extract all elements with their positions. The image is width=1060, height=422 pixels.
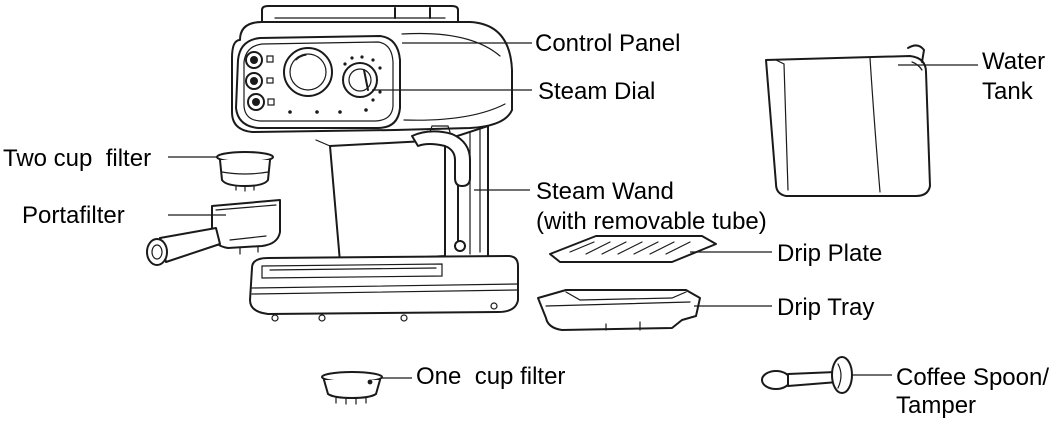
drip-plate-drawing (549, 235, 717, 263)
drip-tray-drawing (537, 289, 701, 331)
steam-wand (411, 125, 471, 252)
label-steam-dial: Steam Dial (538, 78, 655, 105)
label-water-tank-line2: Tank (982, 78, 1034, 105)
portafilter-drawing (146, 199, 281, 266)
label-tamper: Tamper (896, 392, 976, 419)
steam-dial-knob (342, 55, 382, 102)
one-cup-filter-drawing (321, 371, 383, 405)
label-control-panel: Control Panel (535, 30, 680, 57)
coffee-spoon-tamper-drawing (761, 356, 853, 394)
label-portafilter: Portafilter (22, 202, 125, 229)
two-cup-filter-drawing (216, 151, 274, 192)
label-coffee-spoon: Coffee Spoon/ (896, 364, 1049, 391)
label-water-tank-line1: Water (982, 48, 1045, 75)
pressure-gauge (283, 47, 333, 97)
machine-base (249, 255, 519, 322)
water-tank-drawing (765, 44, 931, 197)
control-buttons (245, 51, 275, 111)
espresso-machine (231, 5, 519, 322)
label-drip-plate: Drip Plate (777, 240, 882, 267)
label-two-cup-filter: Two cup filter (3, 145, 151, 172)
leader-lines (168, 42, 978, 379)
label-steam-wand-note: (with removable tube) (536, 208, 767, 235)
label-steam-wand: Steam Wand (536, 178, 674, 205)
label-drip-tray: Drip Tray (777, 294, 874, 321)
label-one-cup-filter: One cup filter (416, 363, 565, 390)
